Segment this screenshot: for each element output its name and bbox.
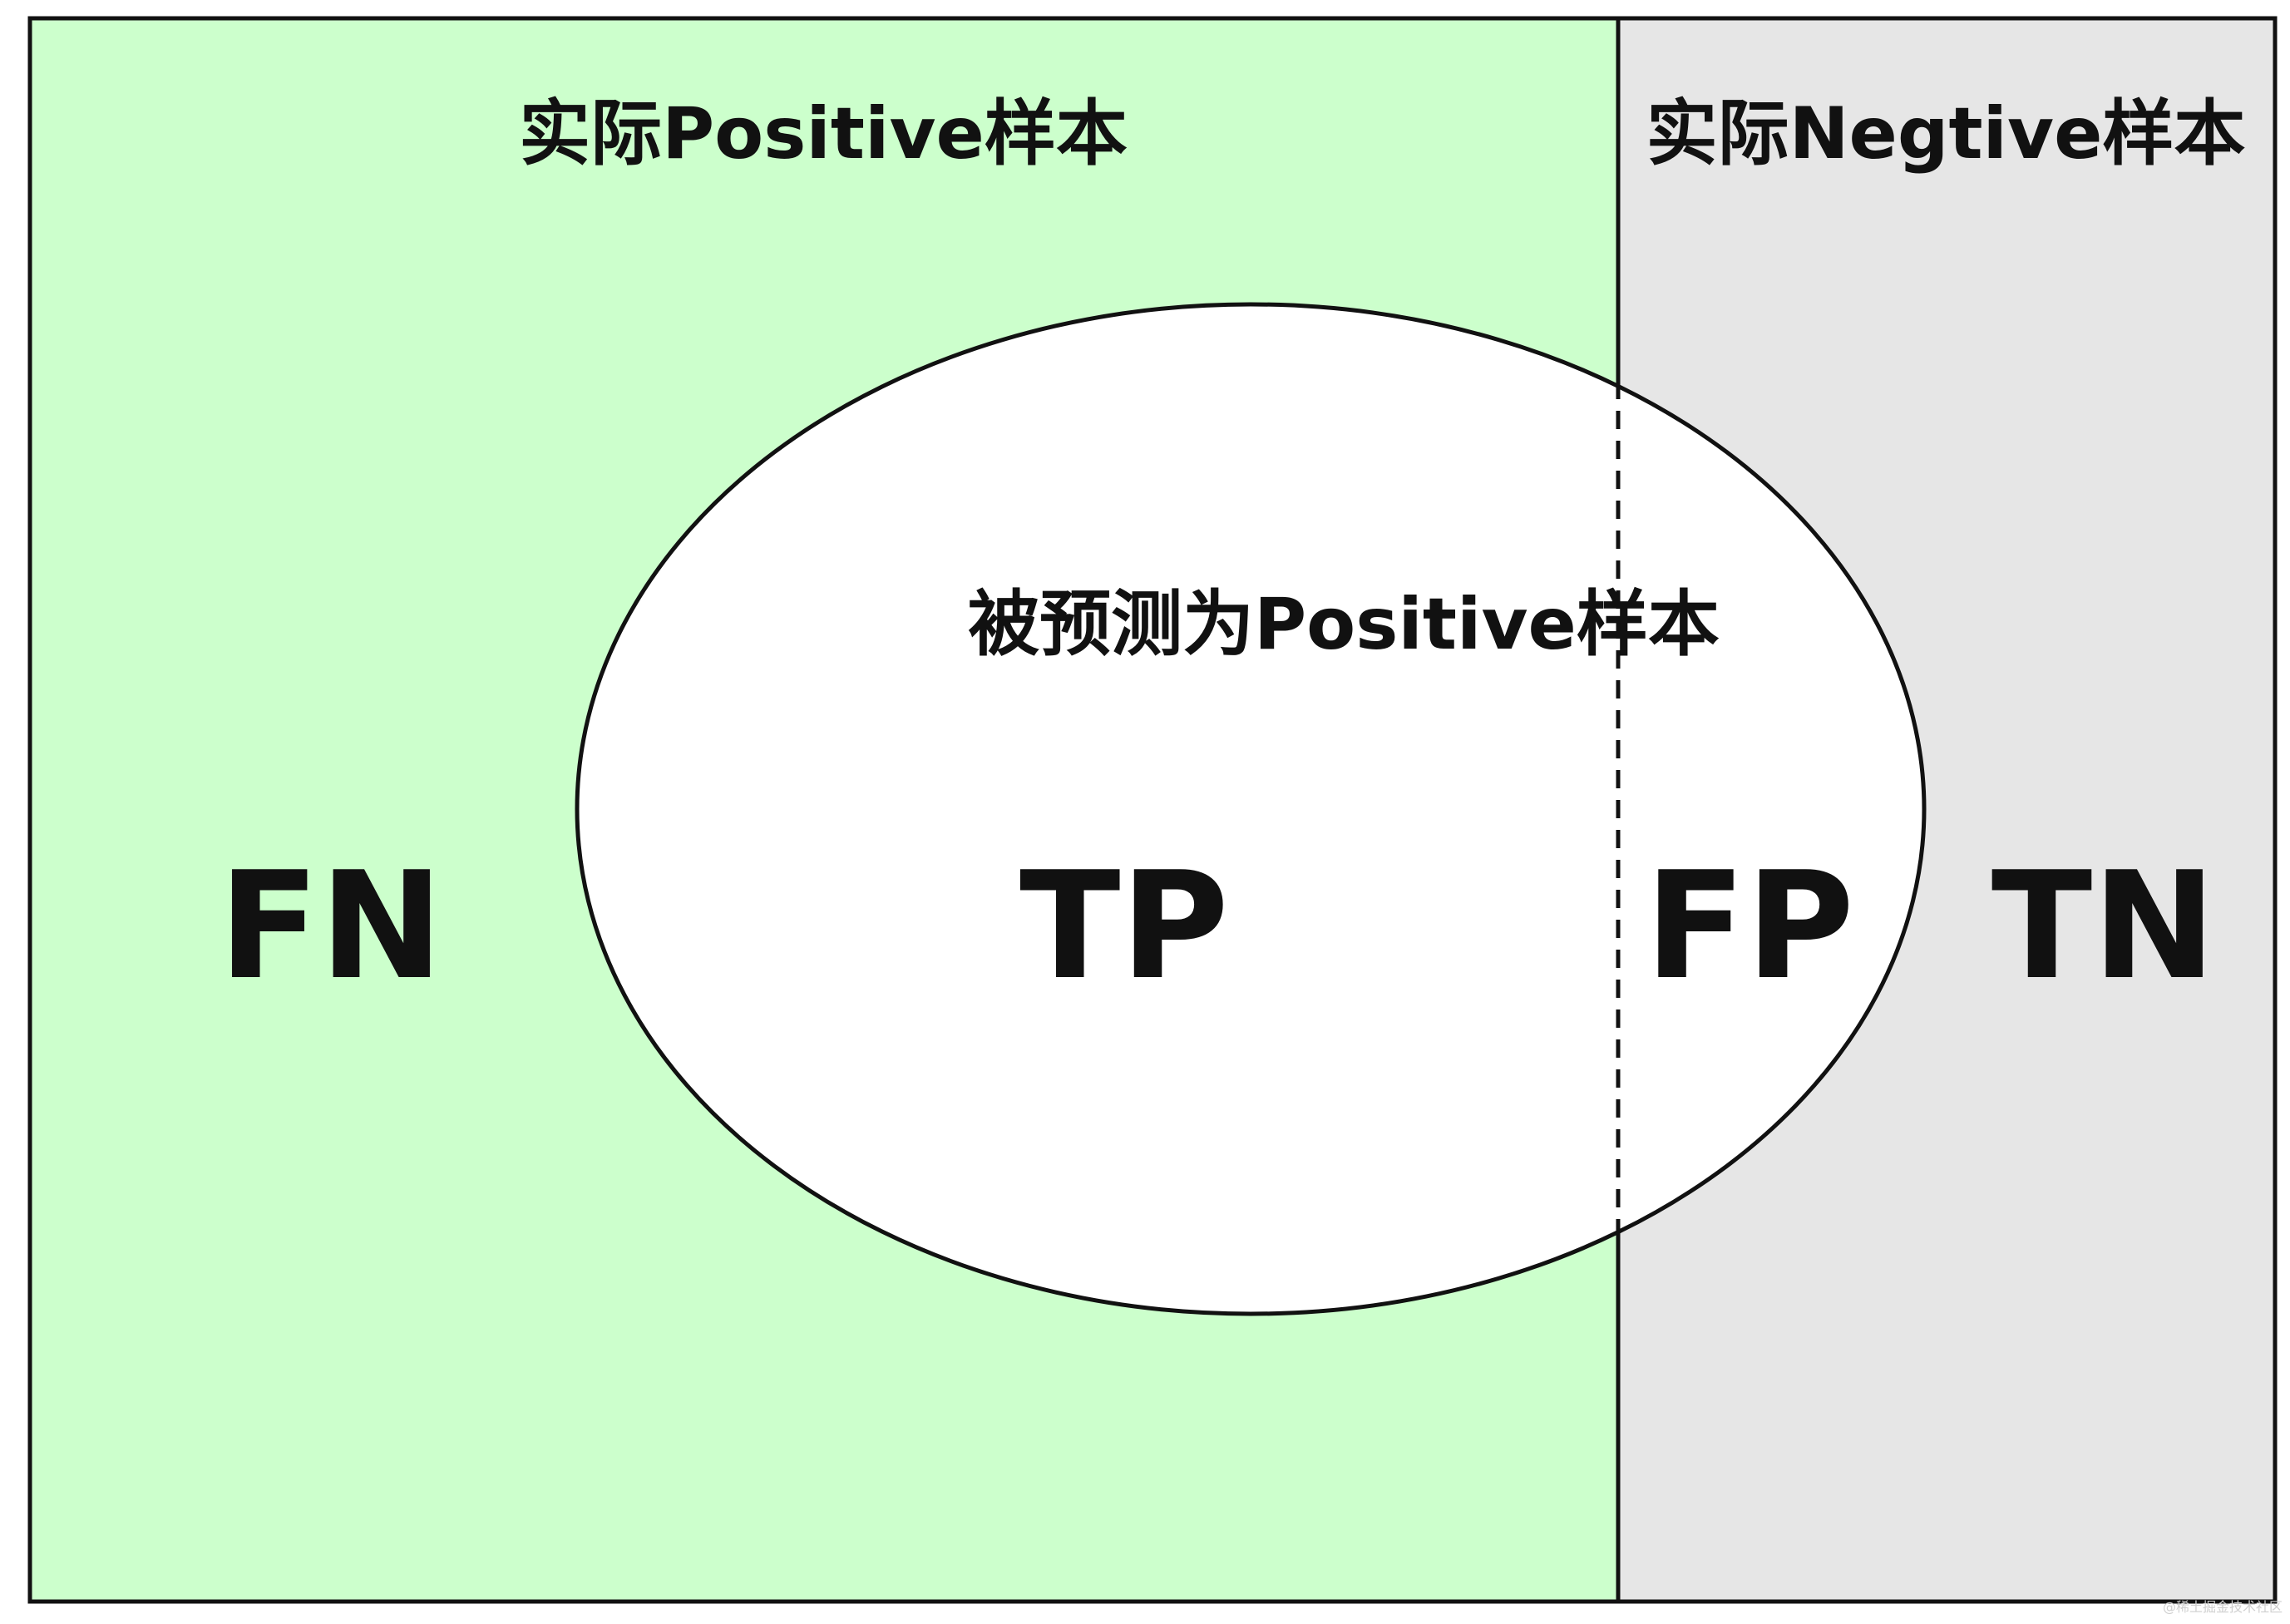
fn-label: FN [219,840,444,1012]
watermark: @稀土掘金技术社区 [2163,1599,2283,1615]
negative-region-label: 实际Negtive样本 [1646,92,2246,175]
positive-region-label: 实际Positive样本 [519,92,1128,175]
tn-label: TN [1991,840,2216,1012]
fp-label: FP [1645,840,1854,1012]
predicted-positive-ellipse [575,302,1927,1316]
tp-label: TP [1019,840,1229,1012]
outer-border [27,16,2278,1604]
predicted-positive-label: 被预测为Positive样本 [968,583,1720,666]
